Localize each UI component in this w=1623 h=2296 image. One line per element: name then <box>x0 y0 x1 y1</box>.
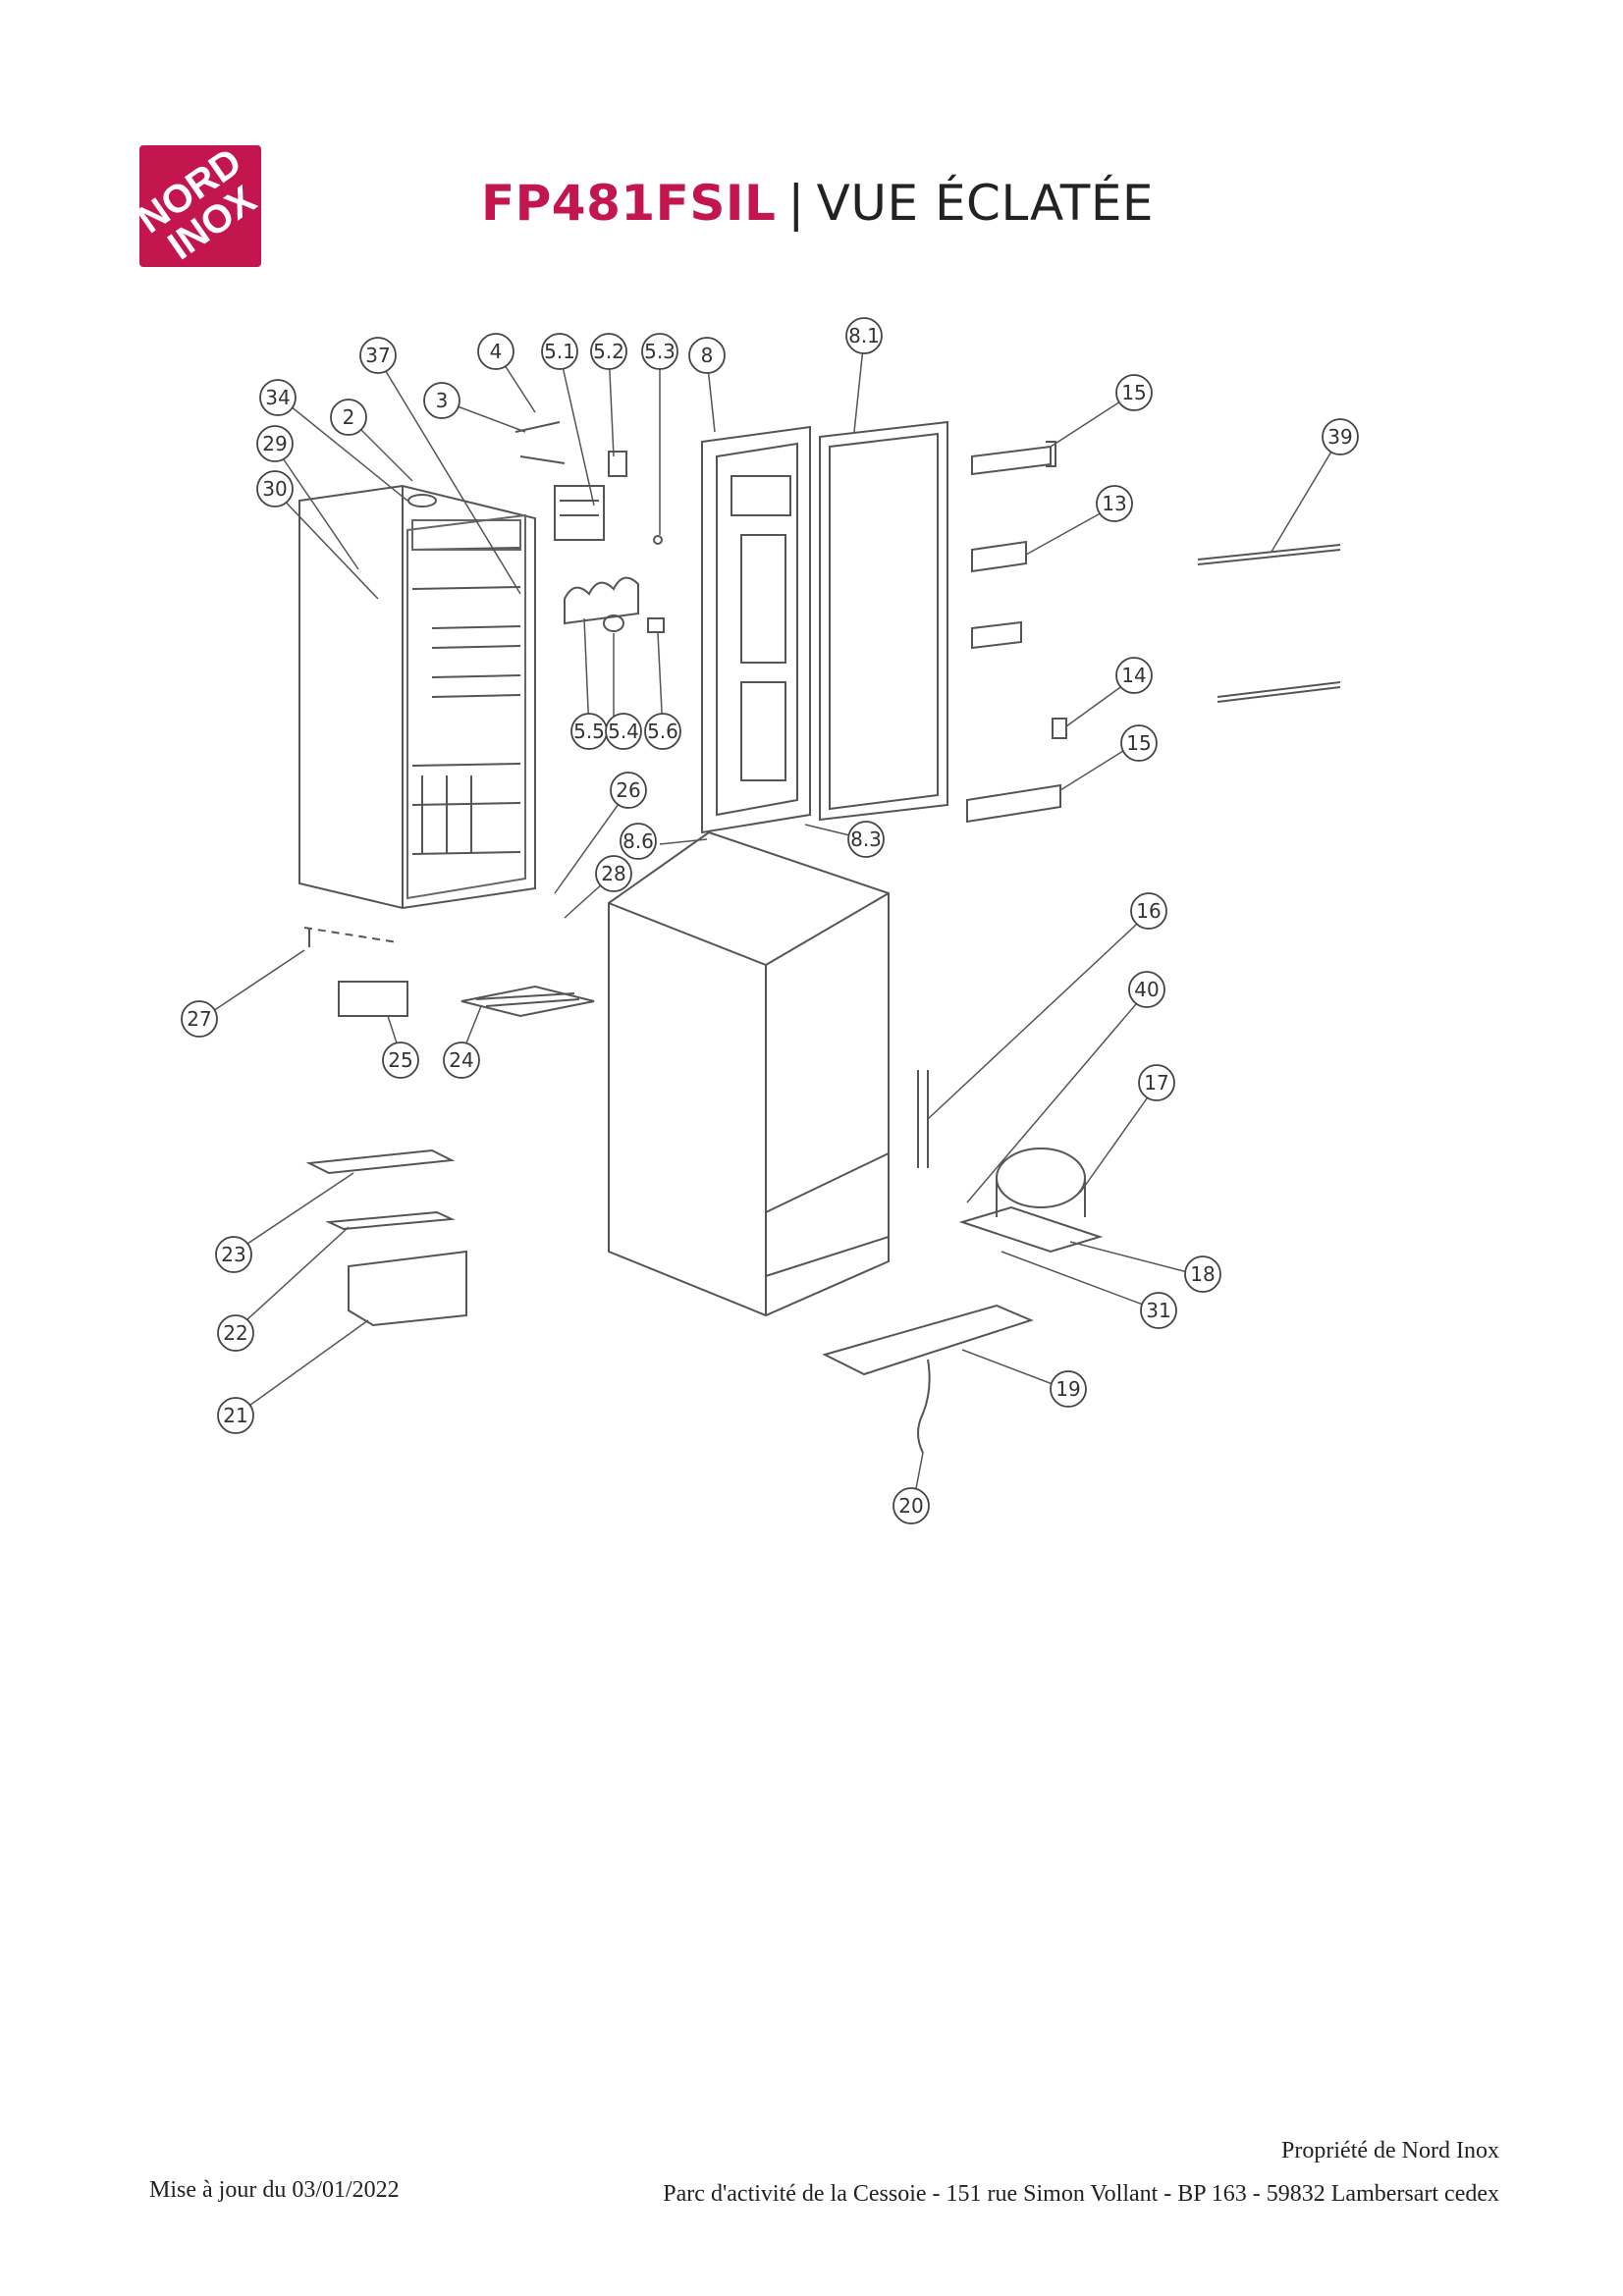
callout-label: 15 <box>1121 381 1146 404</box>
callout-label: 14 <box>1121 664 1146 687</box>
callout-17: 17 <box>1138 1064 1175 1101</box>
base-plate <box>822 1304 1034 1376</box>
callout-18: 18 <box>1184 1255 1221 1293</box>
callout-15: 15 <box>1120 724 1158 762</box>
callout-label: 20 <box>898 1494 923 1518</box>
callout-5.4: 5.4 <box>605 713 642 750</box>
callout-16: 16 <box>1130 892 1167 930</box>
crisper-drawer <box>348 1250 467 1327</box>
callout-label: 5.6 <box>647 720 678 743</box>
callout-13: 13 <box>1096 485 1133 522</box>
nord-inox-logo: NORD INOX <box>130 140 264 269</box>
footer-address: Parc d'activité de la Cessoie - 151 rue … <box>663 2181 1499 2207</box>
callout-40: 40 <box>1128 971 1165 1008</box>
callout-label: 23 <box>221 1243 245 1266</box>
callout-23: 23 <box>215 1236 252 1273</box>
callout-label: 30 <box>262 477 287 501</box>
callout-label: 8.1 <box>848 324 880 347</box>
callout-37: 37 <box>359 337 397 374</box>
wire-shelf <box>460 985 595 1018</box>
callout-28: 28 <box>595 855 632 892</box>
callout-label: 17 <box>1144 1071 1168 1095</box>
callout-label: 22 <box>223 1321 247 1345</box>
callout-20: 20 <box>893 1487 930 1524</box>
callout-label: 5.5 <box>573 720 605 743</box>
exploded-view-svg: 37 4 5.1 5.2 5.3 8 8.1 34 3 2 15 39 29 30 13 5.55.4 5.6 1… <box>181 317 1359 1524</box>
callout-label: 8.3 <box>850 828 882 851</box>
callout-label: 15 <box>1126 731 1151 755</box>
callout-label: 3 <box>436 389 449 412</box>
callout-label: 5.4 <box>608 720 639 743</box>
callout-label: 24 <box>449 1048 473 1072</box>
footer-update-date: Mise à jour du 03/01/2022 <box>149 2177 400 2203</box>
callout-2: 2 <box>330 399 367 436</box>
callout-label: 31 <box>1146 1299 1170 1322</box>
callout-15: 15 <box>1115 374 1153 411</box>
parts-drawing <box>298 420 1341 1454</box>
callout-8.1: 8.1 <box>845 317 883 354</box>
callout-3: 3 <box>423 382 460 419</box>
door-gasket <box>819 420 948 822</box>
callout-24: 24 <box>443 1041 480 1079</box>
callout-5.1: 5.1 <box>541 333 578 370</box>
title-subtitle: VUE ÉCLATÉE <box>816 175 1155 232</box>
callout-label: 37 <box>365 344 390 367</box>
callout-label: 2 <box>343 405 355 429</box>
callout-19: 19 <box>1050 1370 1087 1408</box>
callout-30: 30 <box>256 470 294 507</box>
callout-label: 5.3 <box>644 340 676 363</box>
callout-label: 34 <box>265 386 290 409</box>
callout-label: 8 <box>701 344 714 367</box>
callout-label: 19 <box>1055 1377 1080 1401</box>
callout-5.5: 5.5 <box>570 713 608 750</box>
callout-label: 4 <box>490 340 503 363</box>
callout-5.3: 5.3 <box>641 333 678 370</box>
callout-label: 40 <box>1134 978 1159 1001</box>
callout-39: 39 <box>1322 418 1359 455</box>
callout-8.3: 8.3 <box>847 821 885 858</box>
callout-8: 8 <box>688 337 726 374</box>
title-separator: | <box>787 175 805 232</box>
leader-lines <box>200 338 1341 1505</box>
callout-label: 8.6 <box>622 829 654 853</box>
cabinet-shell <box>608 830 890 1317</box>
model-number: FP481FSIL <box>481 175 777 232</box>
callout-label: 27 <box>187 1007 211 1031</box>
callout-label: 39 <box>1327 425 1352 449</box>
callout-label: 26 <box>616 778 640 802</box>
callout-29: 29 <box>256 425 294 462</box>
callout-27: 27 <box>181 1000 218 1038</box>
callout-5.2: 5.2 <box>590 333 627 370</box>
compressor <box>996 1148 1086 1208</box>
callout-14: 14 <box>1115 657 1153 694</box>
callout-label: 5.1 <box>544 340 575 363</box>
callout-22: 22 <box>217 1314 254 1352</box>
callout-label: 25 <box>388 1048 412 1072</box>
callout-label: 5.2 <box>593 340 624 363</box>
door-frame <box>701 425 811 834</box>
callout-26: 26 <box>610 772 647 809</box>
callout-25: 25 <box>382 1041 419 1079</box>
callout-31: 31 <box>1140 1292 1177 1329</box>
callout-label: 13 <box>1102 492 1126 515</box>
callout-label: 18 <box>1190 1262 1215 1286</box>
callout-8.6: 8.6 <box>620 823 657 860</box>
callout-label: 21 <box>223 1404 247 1427</box>
callout-4: 4 <box>477 333 514 370</box>
page-title: FP481FSIL|VUE ÉCLATÉE <box>481 175 1154 232</box>
callout-34: 34 <box>259 379 297 416</box>
callout-21: 21 <box>217 1397 254 1434</box>
callout-label: 28 <box>601 862 625 885</box>
callout-5.6: 5.6 <box>644 713 681 750</box>
callout-label: 16 <box>1136 899 1161 923</box>
callout-label: 29 <box>262 432 287 455</box>
footer-owner: Propriété de Nord Inox <box>1281 2138 1499 2163</box>
